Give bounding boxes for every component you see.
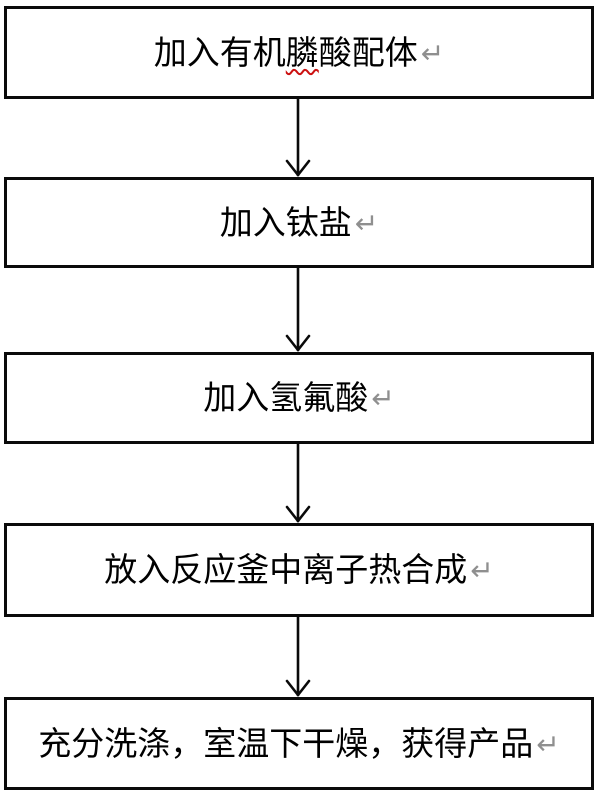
flow-step-box-4: 放入反应釜中离子热合成↵ [4,523,594,617]
return-mark-icon: ↵ [470,554,494,588]
step-label: 放入反应釜中离子热合成↵ [104,551,493,589]
step-label: 充分洗涤，室温下干燥，获得产品↵ [38,723,560,763]
flow-step-box-5: 充分洗涤，室温下干燥，获得产品↵ [4,697,594,790]
step-label-text: 加入有机 [153,32,286,72]
return-mark-icon: ↵ [354,206,379,240]
arrow-down-connector-1 [285,97,311,177]
step-label: 加入钛盐↵ [219,202,379,242]
arrow-down-connector-4 [285,615,311,697]
flow-step-box-1: 加入有机膦酸配体↵ [4,6,594,99]
step-label-text: 加入氢氟酸 [203,378,369,418]
step-label-text: 充分洗涤，室温下干燥，获得产品 [38,723,534,763]
return-mark-icon: ↵ [371,382,395,416]
step-label-spellcheck-text: 膦 [285,32,319,72]
step-label: 加入氢氟酸↵ [203,379,394,417]
flow-step-box-3: 加入氢氟酸↵ [4,352,594,444]
step-label-text: 加入钛盐 [219,202,352,242]
arrow-down-connector-3 [285,442,311,523]
arrow-down-connector-2 [285,266,311,352]
flow-step-box-2: 加入钛盐↵ [4,177,594,268]
step-label-text: 放入反应釜中离子热合成 [104,550,468,590]
return-mark-icon: ↵ [420,36,445,70]
return-mark-icon: ↵ [536,727,560,761]
step-label: 加入有机膦酸配体↵ [153,32,445,72]
step-label-text: 酸配体 [318,32,418,72]
